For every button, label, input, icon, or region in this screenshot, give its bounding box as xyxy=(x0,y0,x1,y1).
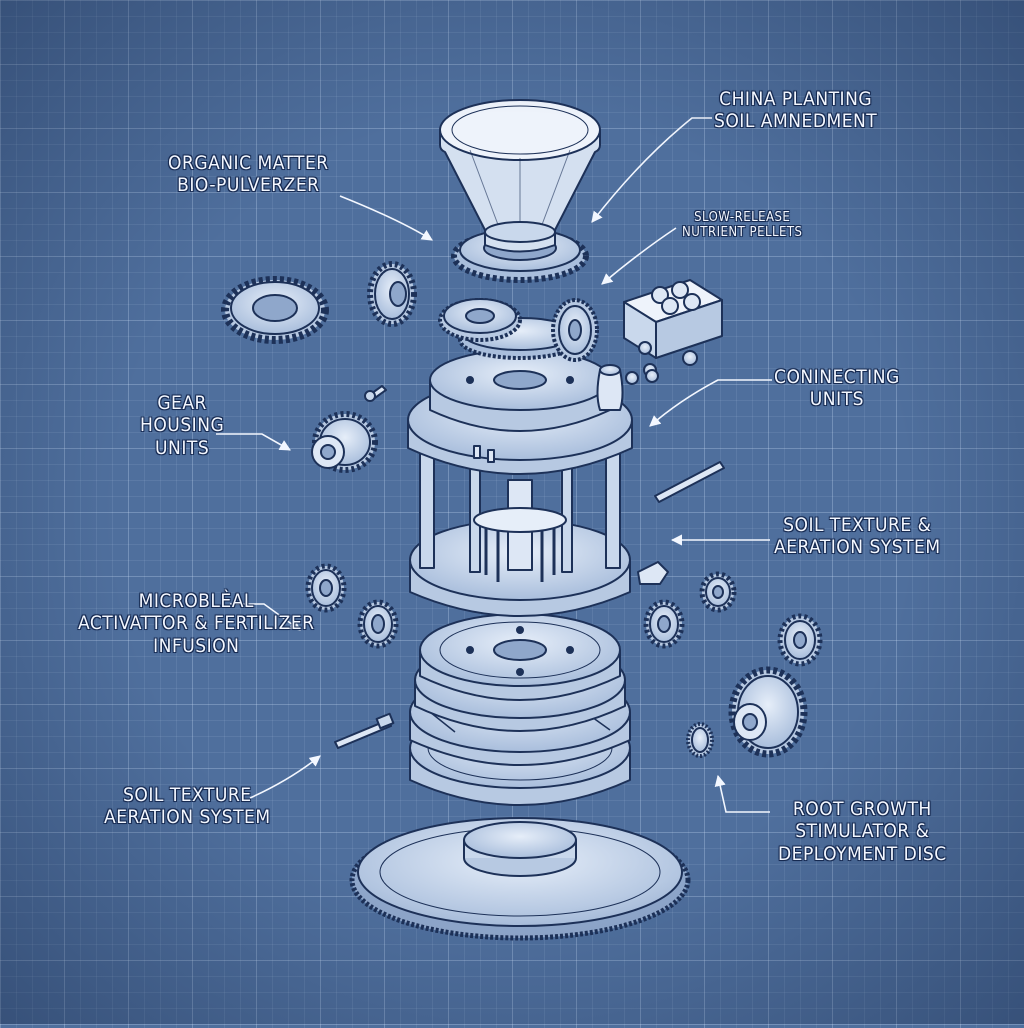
label-slow-release: SLOW-RELEASE NUTRIENT PELLETS xyxy=(682,210,803,241)
organic-matter-hopper xyxy=(439,99,601,253)
gear-mid-left xyxy=(305,563,347,613)
gear-right-small xyxy=(686,722,714,758)
label-china-planting: CHINA PLANTING SOIL AMNEDMENT xyxy=(714,88,878,133)
loose-pellets xyxy=(625,341,698,385)
label-root-growth: ROOT GROWTH STIMULATOR & DEPLOYMENT DISC xyxy=(778,798,947,865)
gear-right-2 xyxy=(643,599,685,649)
label-organic-matter: ORGANIC MATTER BIO-PULVERZER xyxy=(168,152,329,197)
gear-right-3 xyxy=(777,613,823,667)
gear-right-large xyxy=(728,666,808,758)
gear-left-small xyxy=(367,261,417,327)
shaft-left xyxy=(334,712,395,749)
base-deployment-disc xyxy=(349,817,691,941)
bolt-left xyxy=(364,385,387,402)
label-connecting-units: CONINECTING UNITS xyxy=(774,366,900,411)
gear-housing-gear xyxy=(311,411,378,473)
leader-connecting-units xyxy=(649,379,772,427)
label-soil-texture-left: SOIL TEXTURE AERATION SYSTEM xyxy=(104,784,271,829)
leader-root-growth xyxy=(714,774,770,813)
callout-leaders xyxy=(216,117,772,813)
gear-right-1 xyxy=(699,571,737,613)
label-microbial-activator: MICROBLЀAL ACTIVATTOR & FERTILIZER INFUS… xyxy=(78,590,315,657)
leader-organic-matter xyxy=(339,195,433,241)
gear-left-large xyxy=(221,276,329,344)
leader-slow-release xyxy=(601,227,677,285)
bracket-right xyxy=(637,561,669,585)
leader-gear-housing xyxy=(216,433,291,451)
leader-china-planting xyxy=(591,117,712,223)
label-gear-housing: GEAR HOUSING UNITS xyxy=(140,392,225,459)
shaft-right xyxy=(654,461,725,503)
lower-chamber-stack xyxy=(409,613,631,806)
gear-train-stack xyxy=(438,298,599,362)
leader-microbial xyxy=(230,603,301,631)
leader-soil-texture-left xyxy=(249,755,321,799)
ring-mid-left xyxy=(357,599,399,649)
label-soil-texture-right: SOIL TEXTURE & AERATION SYSTEM xyxy=(774,514,941,559)
connecting-units-housing xyxy=(407,349,633,475)
